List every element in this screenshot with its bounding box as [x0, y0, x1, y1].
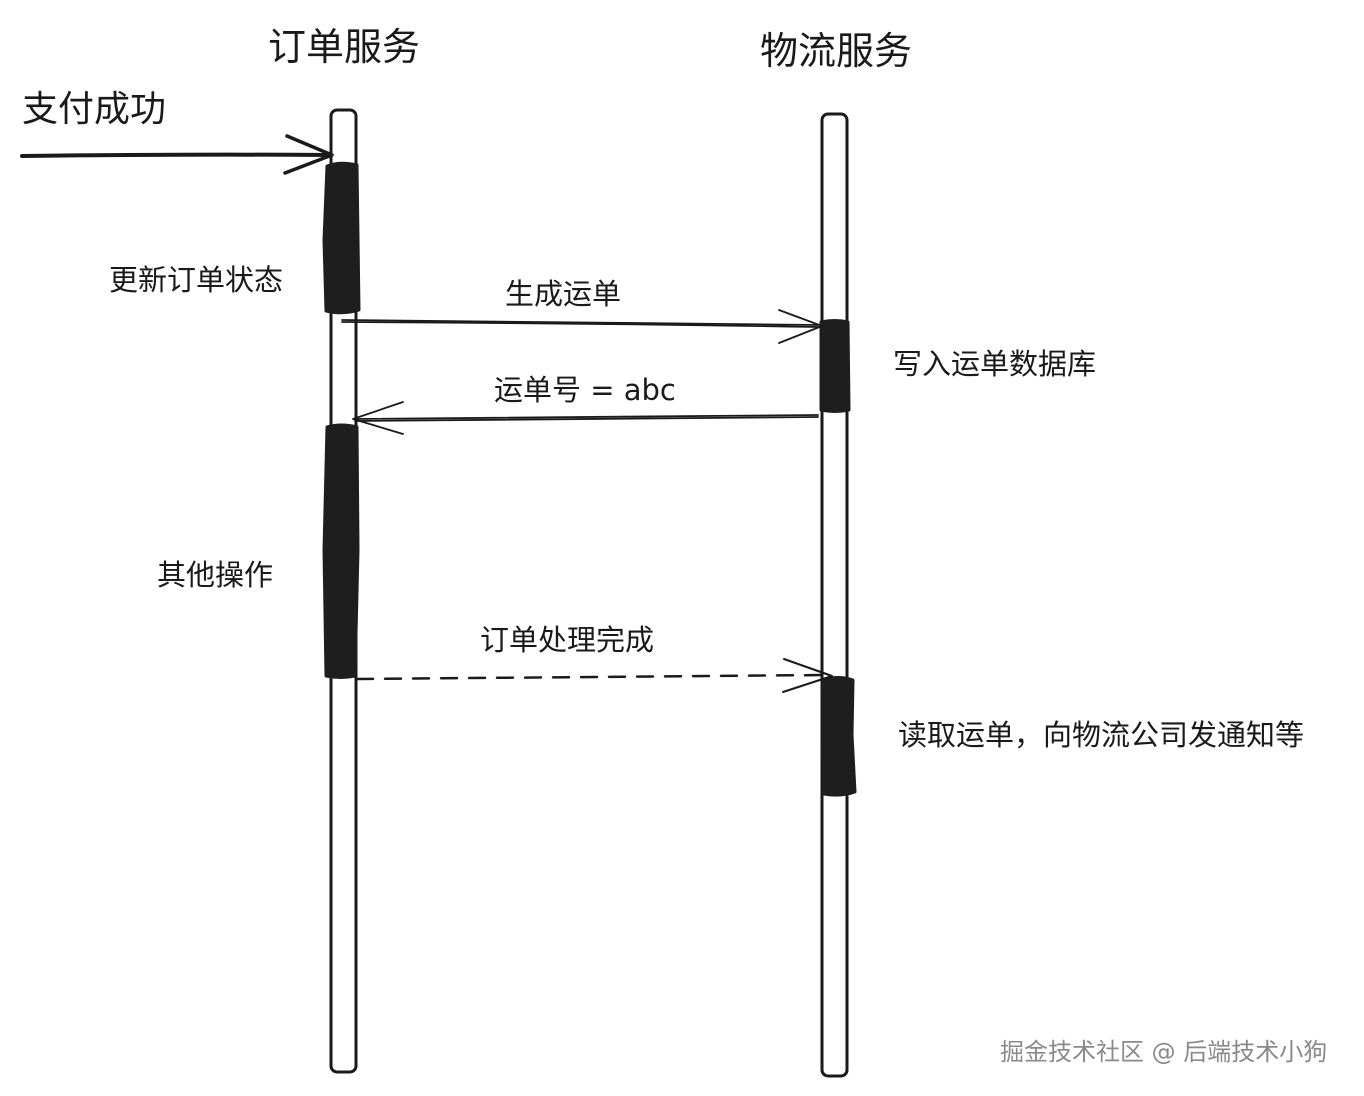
message-label-create-waybill: 生成运单	[505, 277, 622, 311]
message-label-waybill-number: 运单号 = abc	[494, 373, 676, 407]
activation-write-db	[819, 319, 851, 413]
message-arrow-create-waybill	[341, 309, 823, 344]
trigger-label: 支付成功	[22, 89, 167, 130]
activation-read-notify	[821, 676, 857, 797]
logistics-service-title: 物流服务	[760, 29, 913, 73]
order-service-title: 订单服务	[268, 25, 421, 69]
activation-update-order	[322, 161, 361, 315]
step-write-waybill-db: 写入运单数据库	[893, 347, 1097, 381]
step-update-order-status: 更新订单状态	[109, 263, 284, 297]
activation-other-ops	[322, 423, 360, 679]
message-arrow-waybill-number	[352, 401, 819, 435]
message-arrow-order-done	[355, 658, 833, 693]
trigger-arrow	[20, 134, 334, 175]
message-label-order-done: 订单处理完成	[480, 623, 655, 657]
step-other-operations: 其他操作	[157, 558, 274, 592]
step-read-waybill-notify: 读取运单，向物流公司发通知等	[898, 718, 1305, 752]
logistics-service-lifeline	[820, 112, 849, 1078]
watermark: 掘金技术社区 @ 后端技术小狗	[1000, 1038, 1328, 1066]
